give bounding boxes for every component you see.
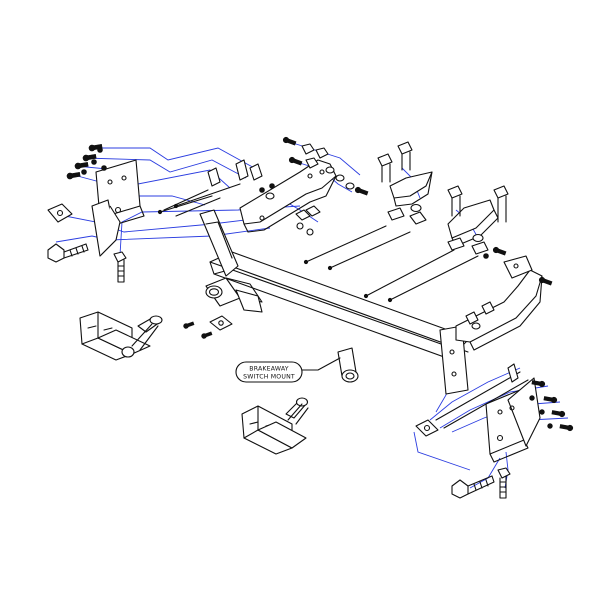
callout-line-1: BRAKEAWAY	[249, 366, 289, 373]
upper-right-frame-bracket	[455, 246, 553, 351]
left-bolt-group	[47, 143, 127, 283]
left-mount-bracket	[47, 159, 145, 257]
brakeaway-callout: BRAKEAWAY SWITCH MOUNT	[235, 357, 341, 383]
brakeaway-switch-mount-lower	[241, 397, 309, 455]
hex-bolt-icon	[113, 251, 127, 283]
receiver-screws	[183, 321, 213, 339]
upper-left-frame-bracket	[239, 159, 337, 233]
top-center-hardware	[259, 136, 369, 236]
threaded-rods	[303, 225, 479, 303]
middle-clamp-bracket-b	[447, 185, 509, 255]
left-fish-wire-group	[157, 159, 263, 217]
hex-bolt-icon	[47, 243, 89, 263]
hex-bolt-icon	[497, 467, 511, 499]
callout-line-2: SWITCH MOUNT	[243, 374, 295, 381]
hitch-crossbar	[199, 209, 471, 395]
callout-bubble	[235, 361, 303, 383]
callout-leader	[299, 357, 341, 371]
right-mount-bracket	[415, 363, 574, 499]
hex-bolt-icon	[451, 475, 495, 499]
middle-clamp-bracket-a	[377, 141, 433, 225]
brakeaway-switch-mount-upper	[79, 311, 163, 361]
